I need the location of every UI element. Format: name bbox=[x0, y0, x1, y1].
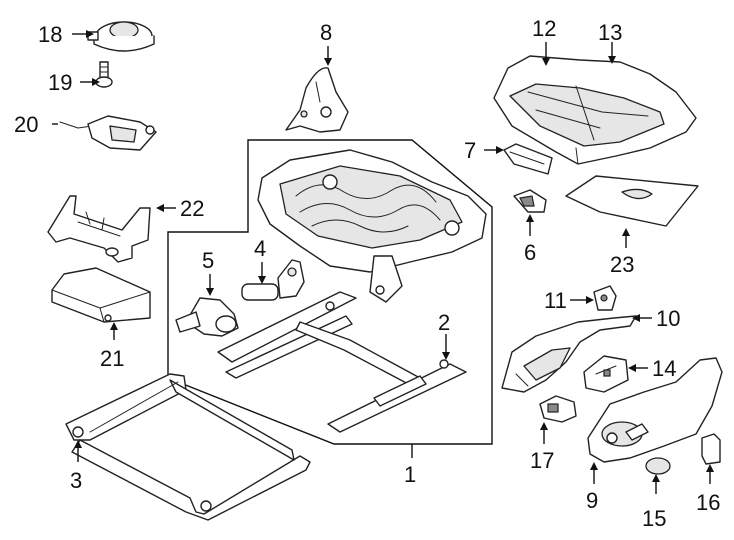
callout-12: 12 bbox=[532, 16, 556, 41]
part-21-control-module[interactable] bbox=[51, 267, 151, 323]
part-3-lower-frame[interactable] bbox=[65, 373, 311, 521]
part-11-clip[interactable] bbox=[593, 285, 617, 311]
callout-1: 1 bbox=[404, 462, 416, 487]
callout-14: 14 bbox=[652, 356, 676, 381]
callout-labels: 18 19 20 8 12 13 7 22 6 23 5 4 11 10 2 2… bbox=[14, 16, 720, 531]
part-20-bracket[interactable] bbox=[59, 115, 157, 151]
callout-11: 11 bbox=[544, 288, 567, 313]
callout-23: 23 bbox=[610, 252, 634, 277]
part-8-bracket[interactable] bbox=[285, 67, 349, 133]
callout-9: 9 bbox=[586, 488, 598, 513]
part-2-seat-track[interactable] bbox=[217, 291, 467, 433]
part-1-seat-frame-assembly[interactable] bbox=[257, 149, 487, 303]
part-5-motor[interactable] bbox=[175, 297, 239, 337]
callout-19: 19 bbox=[48, 70, 72, 95]
callout-2: 2 bbox=[438, 310, 450, 335]
part-6-clip[interactable] bbox=[513, 189, 547, 213]
callout-21: 21 bbox=[100, 346, 124, 371]
callout-10: 10 bbox=[656, 306, 680, 331]
part-9-side-trim[interactable] bbox=[587, 357, 723, 463]
part-22-bracket[interactable] bbox=[47, 195, 151, 263]
callout-3: 3 bbox=[70, 468, 82, 493]
callout-16: 16 bbox=[696, 490, 720, 515]
callout-22: 22 bbox=[180, 196, 204, 221]
callout-6: 6 bbox=[524, 240, 536, 265]
callout-7: 7 bbox=[464, 138, 476, 163]
part-10-side-shield[interactable] bbox=[501, 315, 637, 393]
callout-5: 5 bbox=[202, 248, 214, 273]
callout-17: 17 bbox=[530, 448, 554, 473]
callout-13: 13 bbox=[598, 20, 622, 45]
part-18-actuator[interactable] bbox=[87, 21, 155, 52]
part-7-trim[interactable] bbox=[503, 143, 553, 175]
part-19-bolt[interactable] bbox=[95, 61, 113, 88]
part-14-switch[interactable] bbox=[583, 355, 629, 393]
part-17-connector[interactable] bbox=[539, 395, 577, 423]
part-23-pad[interactable] bbox=[565, 175, 699, 227]
part-16-lever-cap[interactable] bbox=[701, 433, 721, 465]
callout-4: 4 bbox=[254, 236, 266, 261]
callout-15: 15 bbox=[642, 506, 666, 531]
callout-8: 8 bbox=[320, 20, 332, 45]
part-15-knob[interactable] bbox=[645, 457, 671, 475]
assembly-outline-box bbox=[167, 139, 493, 445]
part-4-actuator[interactable] bbox=[241, 259, 305, 301]
callout-18: 18 bbox=[38, 22, 62, 47]
callout-20: 20 bbox=[14, 112, 38, 137]
leader-lines bbox=[52, 30, 714, 494]
